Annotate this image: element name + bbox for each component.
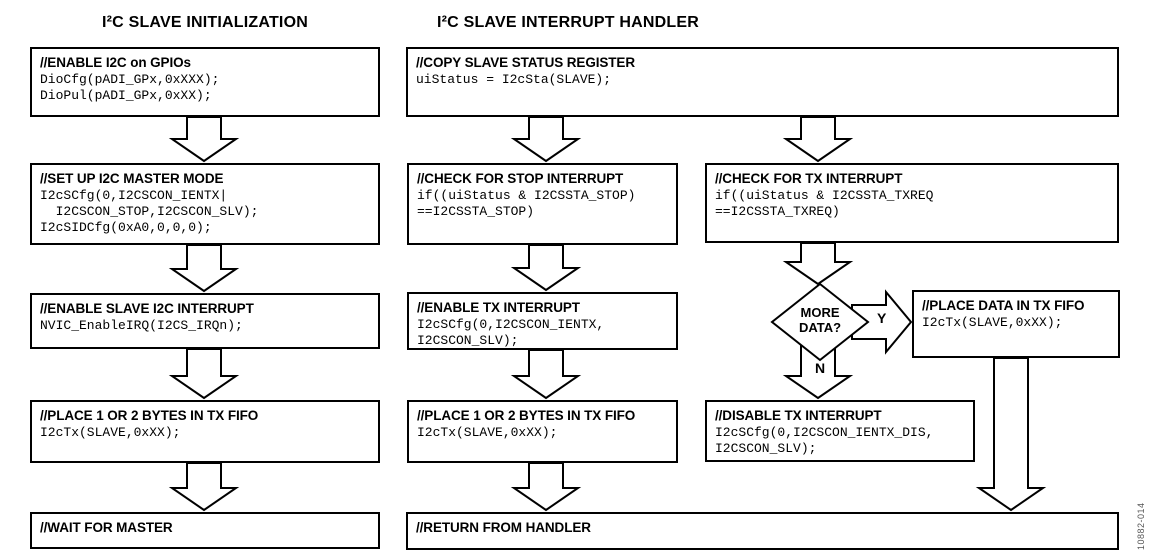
box-header: //CHECK FOR TX INTERRUPT (715, 171, 903, 186)
flow-box-copy-status-register: //COPY SLAVE STATUS REGISTER uiStatus = … (406, 47, 1119, 117)
box-header: //PLACE 1 OR 2 BYTES IN TX FIFO (40, 408, 259, 423)
down-arrow (782, 242, 854, 286)
box-code: DioCfg(pADI_GPx,0xXXX); DioPul(pADI_GPx,… (40, 72, 220, 103)
box-header: //PLACE 1 OR 2 BYTES IN TX FIFO (417, 408, 636, 423)
box-code: I2cTx(SLAVE,0xXX); (922, 315, 1063, 330)
flow-box-check-stop-interrupt: //CHECK FOR STOP INTERRUPT if((uiStatus … (407, 163, 678, 245)
box-header: //ENABLE TX INTERRUPT (417, 300, 580, 315)
down-arrow (510, 116, 582, 163)
flow-box-enable-slave-interrupt: //ENABLE SLAVE I2C INTERRUPT NVIC_Enable… (30, 293, 380, 349)
flow-box-enable-tx-interrupt: //ENABLE TX INTERRUPT I2cSCfg(0,I2CSCON_… (407, 292, 678, 350)
flow-box-return-from-handler: //RETURN FROM HANDLER (406, 512, 1119, 550)
down-arrow (168, 348, 240, 400)
handler-title: I²C SLAVE INTERRUPT HANDLER (437, 14, 699, 31)
right-arrow (851, 289, 913, 355)
box-header: //RETURN FROM HANDLER (416, 520, 591, 535)
decision-yes-label: Y (877, 310, 887, 326)
box-code: if((uiStatus & I2CSSTA_TXREQ ==I2CSSTA_T… (715, 188, 934, 219)
box-code: I2cSCfg(0,I2CSCON_IENTX, I2CSCON_SLV); (417, 317, 605, 348)
flow-box-place-data-tx-fifo: //PLACE DATA IN TX FIFO I2cTx(SLAVE,0xXX… (912, 290, 1120, 358)
down-arrow (168, 116, 240, 163)
flow-box-enable-i2c-gpios: //ENABLE I2C on GPIOs DioCfg(pADI_GPx,0x… (30, 47, 380, 117)
box-header: //WAIT FOR MASTER (40, 520, 173, 535)
flow-box-setup-master-mode: //SET UP I2C MASTER MODE I2cSCfg(0,I2CSC… (30, 163, 380, 245)
box-header: //PLACE DATA IN TX FIFO (922, 298, 1085, 313)
down-arrow (510, 244, 582, 292)
box-header: //ENABLE SLAVE I2C INTERRUPT (40, 301, 254, 316)
down-arrow (975, 357, 1047, 512)
box-header: //SET UP I2C MASTER MODE (40, 171, 224, 186)
flow-box-disable-tx-interrupt: //DISABLE TX INTERRUPT I2cSCfg(0,I2CSCON… (705, 400, 975, 462)
decision-more-data-label: MORE DATA? (798, 305, 842, 335)
box-code: NVIC_EnableIRQ(I2CS_IRQn); (40, 318, 243, 333)
box-code: if((uiStatus & I2CSSTA_STOP) ==I2CSSTA_S… (417, 188, 636, 219)
flow-box-wait-for-master: //WAIT FOR MASTER (30, 512, 380, 549)
box-header: //DISABLE TX INTERRUPT (715, 408, 882, 423)
box-code: uiStatus = I2cSta(SLAVE); (416, 72, 612, 87)
box-header: //COPY SLAVE STATUS REGISTER (416, 55, 635, 70)
down-arrow (168, 462, 240, 512)
down-arrow (782, 116, 854, 163)
flow-box-handler-place-bytes: //PLACE 1 OR 2 BYTES IN TX FIFO I2cTx(SL… (407, 400, 678, 463)
box-code: I2cTx(SLAVE,0xXX); (40, 425, 181, 440)
decision-diamond (770, 282, 870, 362)
flow-box-init-place-bytes: //PLACE 1 OR 2 BYTES IN TX FIFO I2cTx(SL… (30, 400, 380, 463)
flow-box-check-tx-interrupt: //CHECK FOR TX INTERRUPT if((uiStatus & … (705, 163, 1119, 243)
box-header: //ENABLE I2C on GPIOs (40, 55, 191, 70)
init-title: I²C SLAVE INITIALIZATION (102, 14, 308, 31)
figure-number: 10882-014 (1136, 502, 1146, 550)
down-arrow (510, 462, 582, 512)
down-arrow (168, 244, 240, 293)
down-arrow (782, 344, 854, 400)
box-code: I2cSCfg(0,I2CSCON_IENTX_DIS, I2CSCON_SLV… (715, 425, 934, 456)
box-code: I2cSCfg(0,I2CSCON_IENTX| I2CSCON_STOP,I2… (40, 188, 259, 235)
box-code: I2cTx(SLAVE,0xXX); (417, 425, 558, 440)
decision-no-label: N (815, 360, 826, 376)
down-arrow (510, 349, 582, 400)
box-header: //CHECK FOR STOP INTERRUPT (417, 171, 624, 186)
